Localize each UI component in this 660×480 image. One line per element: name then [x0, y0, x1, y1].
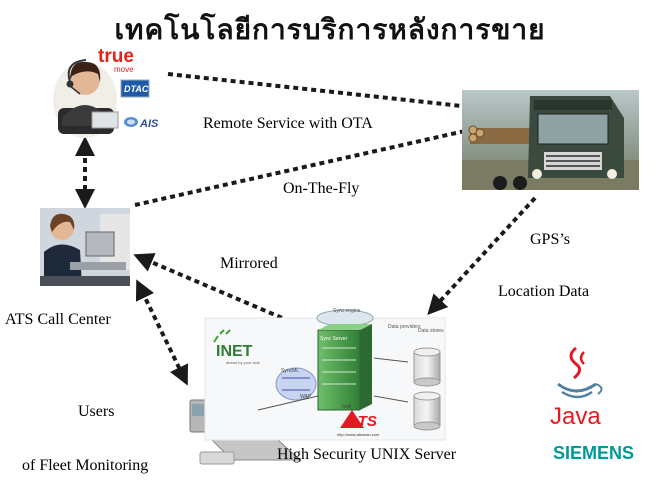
- arrow-on-the-fly: [134, 115, 509, 207]
- sync-server-label: Sync Server: [320, 336, 348, 342]
- truck-photo: [462, 90, 639, 190]
- label-users: Users: [78, 403, 115, 420]
- label-remote-service-ota: Remote Service with OTA: [203, 115, 373, 132]
- label-on-the-fly: On-The-Fly: [283, 180, 360, 197]
- ais-logo: AIS: [124, 117, 159, 130]
- arrows: [75, 72, 537, 386]
- data-stores-label: Data stores: [418, 328, 444, 334]
- agent-headset-illustration: [53, 59, 119, 138]
- server-architecture-diagram: INET ahead by your side Sync engine Sync…: [204, 308, 446, 441]
- true-move-logo: true move: [98, 46, 134, 74]
- label-fleet-monitoring: of Fleet Monitoring: [22, 457, 149, 474]
- wap-label: WAP: [300, 394, 312, 400]
- syncml-cloud: SyncML WAP: [275, 367, 317, 401]
- sync-engine-label: Sync engine: [333, 308, 361, 314]
- data-store-cylinder: [413, 347, 441, 387]
- sync-server-tower: Sync Server: [317, 324, 372, 411]
- arrow-ota: [167, 72, 484, 117]
- inet-logo-sub-text: ahead by your side: [226, 360, 261, 365]
- label-ats-call-center: ATS Call Center: [5, 311, 111, 328]
- label-mirrored: Mirrored: [220, 255, 278, 272]
- ats-url-text: http://www.atsmain.com: [337, 432, 380, 437]
- ats-logo-text: ATS: [347, 413, 377, 430]
- inet-logo-text: INET: [216, 343, 253, 360]
- call-center-operator-photo: [40, 208, 130, 286]
- label-gps: GPS’s: [530, 231, 571, 248]
- arrow-callcenter-users: [135, 279, 189, 386]
- dtac-logo-text: DTAC: [124, 84, 149, 94]
- label-location-data: Location Data: [498, 283, 590, 300]
- inet-logo: INET ahead by your side: [213, 329, 261, 365]
- java-logo-text: Java: [550, 403, 601, 430]
- arrow-gps: [427, 196, 537, 315]
- label-unix-server: High Security UNIX Server: [277, 446, 457, 463]
- data-store-cylinder: [413, 391, 441, 431]
- true-move-sub-text: move: [114, 65, 134, 74]
- dtac-logo: DTAC: [120, 79, 150, 98]
- data-providers-label: Data providers: [388, 324, 421, 330]
- page-title: เทคโนโลยีการบริการหลังการขาย: [114, 13, 546, 46]
- syncml-label: SyncML: [281, 368, 299, 374]
- true-logo-text: true: [98, 46, 134, 67]
- java-logo: Java: [550, 346, 603, 430]
- ats-logo: ATS http://www.atsmain.com: [337, 410, 380, 437]
- siemens-logo-text: SIEMENS: [553, 443, 634, 463]
- ais-logo-text: AIS: [139, 118, 159, 130]
- mail-label: mail: [342, 404, 351, 410]
